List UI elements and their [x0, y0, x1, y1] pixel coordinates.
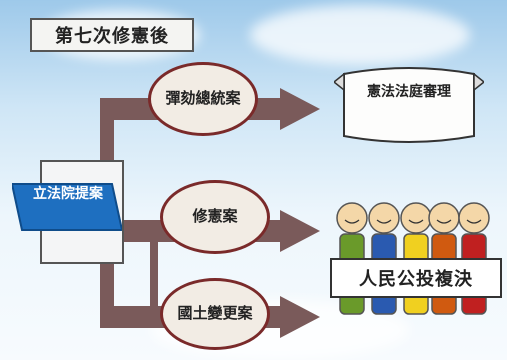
branch-top-arrowhead: [280, 88, 320, 130]
branch-mid-arrowhead: [280, 210, 320, 252]
referendum-label: 人民公投複決: [330, 258, 502, 298]
branch-connector: [150, 242, 158, 308]
branch-label: 彈劾總統案: [165, 89, 241, 108]
branch-ellipse-impeachment: 彈劾總統案: [148, 62, 258, 136]
branch-ellipse-territory: 國土變更案: [160, 278, 270, 350]
source-label: 立法院提案: [33, 186, 103, 202]
court-scroll-shape: [334, 67, 484, 143]
court-label: 憲法法庭審理: [367, 84, 451, 100]
branch-label: 國土變更案: [177, 304, 253, 323]
branch-ellipse-amendment: 修憲案: [160, 180, 270, 254]
source-banner-shape: [12, 183, 122, 231]
branch-label: 修憲案: [192, 207, 238, 226]
branch-bottom-arrowhead: [280, 296, 320, 338]
diagram-title: 第七次修憲後: [30, 18, 194, 52]
cloud: [250, 5, 470, 65]
